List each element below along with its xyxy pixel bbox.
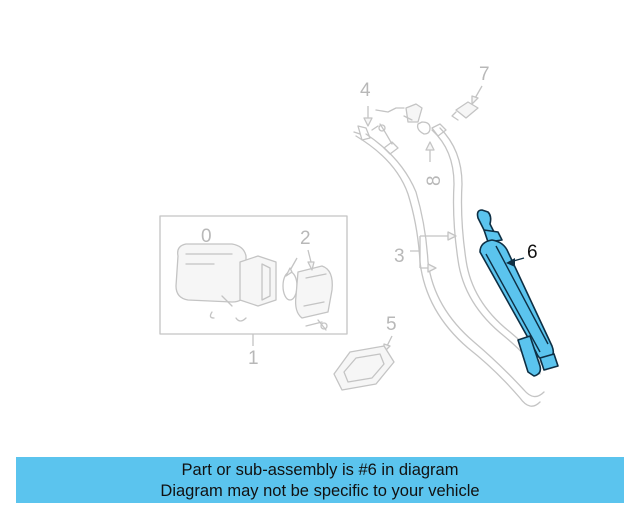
part-7-sensor[interactable]: 7	[451, 64, 490, 121]
callout-3: 3	[394, 246, 405, 267]
info-banner: Part or sub-assembly is #6 in diagram Di…	[16, 457, 624, 503]
callout-4: 4	[360, 80, 371, 101]
callout-7: 7	[479, 64, 490, 85]
callout-6: 6	[527, 242, 538, 263]
callout-1: 1	[248, 348, 259, 369]
box-mark: 0	[201, 226, 212, 247]
callout-8: 8	[424, 175, 445, 186]
part-8-fittings[interactable]: 8	[416, 121, 447, 186]
banner-line-1: Part or sub-assembly is #6 in diagram	[181, 461, 459, 479]
part-4-fittings[interactable]: 4	[353, 80, 423, 155]
part-6-dipstick-tube[interactable]: 6	[476, 209, 559, 377]
parts-diagram: 0 1 2 3 4	[159, 64, 559, 407]
part-2-callout[interactable]: 2	[285, 228, 315, 277]
part-1-assembly[interactable]: 0 1	[159, 215, 348, 369]
callout-2: 2	[300, 228, 311, 249]
banner-line-2: Diagram may not be specific to your vehi…	[160, 482, 480, 500]
part-5-bracket[interactable]: 5	[333, 314, 397, 391]
callout-5: 5	[386, 314, 397, 335]
